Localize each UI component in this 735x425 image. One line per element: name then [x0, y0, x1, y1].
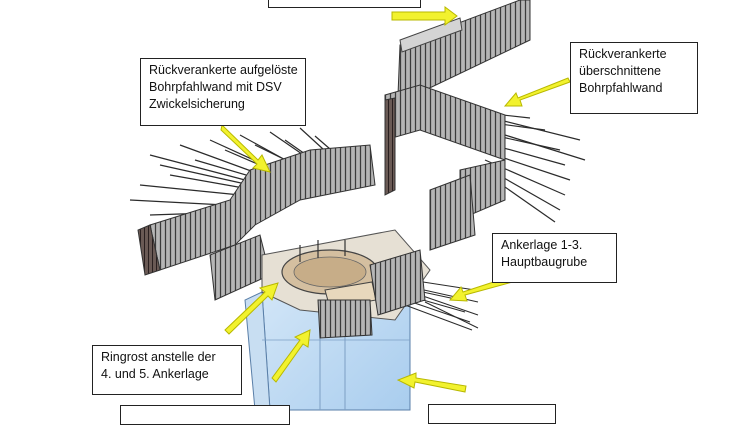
- label-secant-line-1: Rückverankerte: [579, 47, 667, 61]
- label-secant-line-2: überschnittene: [579, 64, 662, 78]
- pointer-arrows: [220, 6, 571, 393]
- label-anchor-line-2: Hauptbaugrube: [501, 255, 588, 269]
- arrow-secant: [503, 77, 571, 107]
- arrow-ring-2: [271, 329, 311, 383]
- label-dsv-line-1: Rückverankerte aufgelöste: [149, 63, 298, 77]
- arrow-top: [391, 6, 458, 26]
- anchors-bottom: [389, 279, 479, 331]
- label-secant-pile-wall: Rückverankerte überschnittene Bohrpfahlw…: [570, 42, 698, 114]
- label-ring-line-2: 4. und 5. Ankerlage: [101, 367, 209, 381]
- dsv-pile-wall-structure: [137, 144, 376, 301]
- label-ring-grid: Ringrost anstelle der 4. und 5. Ankerlag…: [92, 345, 242, 395]
- construction-pit-diagram: [129, 0, 586, 411]
- label-dsv-line-2: Bohrpfahlwand mit DSV: [149, 80, 282, 94]
- ring-platform: [261, 229, 431, 339]
- label-secant-line-3: Bohrpfahlwand: [579, 81, 663, 95]
- label-dsv-pile-wall: Rückverankerte aufgelöste Bohrpfahlwand …: [140, 58, 306, 126]
- secant-pile-wall-structure: [384, 84, 506, 251]
- label-top: [268, 0, 421, 8]
- arrow-dsv: [220, 124, 271, 173]
- arrow-bottom: [396, 372, 467, 393]
- label-ring-line-1: Ringrost anstelle der: [101, 350, 216, 364]
- label-anchor-line-1: Ankerlage 1-3.: [501, 238, 583, 252]
- label-bottom-left: [120, 405, 290, 425]
- label-dsv-line-3: Zwickelsicherung: [149, 97, 245, 111]
- label-bottom-right: [428, 404, 556, 424]
- arrow-ring-1: [224, 282, 279, 335]
- label-anchor-layer: Ankerlage 1-3. Hauptbaugrube: [492, 233, 617, 283]
